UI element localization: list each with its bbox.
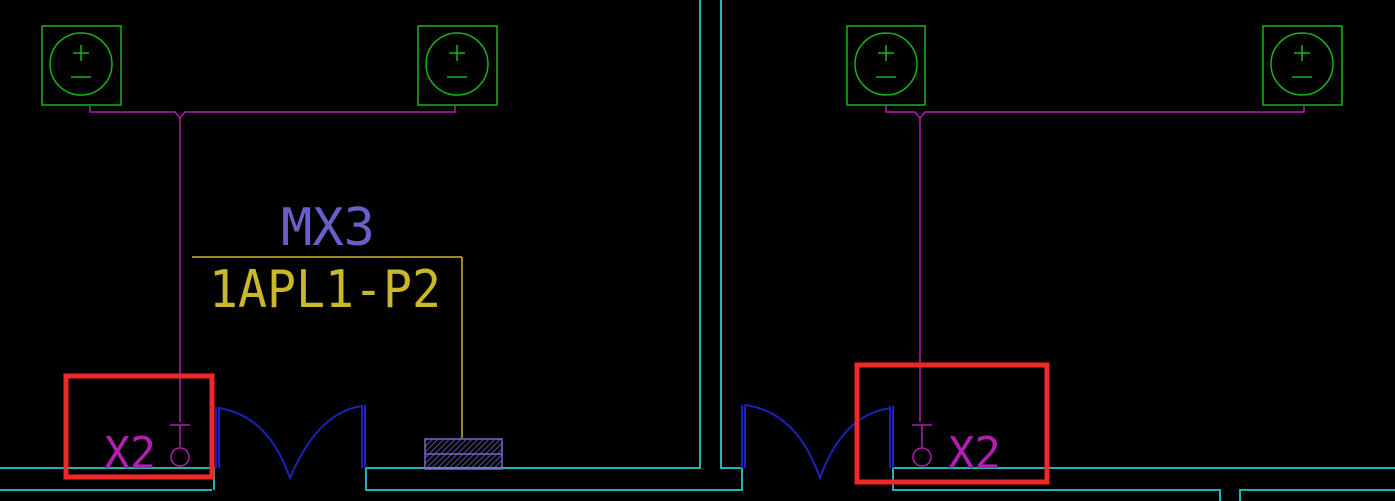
highlight-box-right: [854, 362, 1050, 485]
wire-left: [89, 106, 456, 422]
door-left[interactable]: [215, 405, 366, 481]
outlet-label-left: X2: [104, 428, 156, 479]
door-right[interactable]: [741, 404, 894, 481]
outlet-left[interactable]: [170, 424, 190, 467]
wall-partition-left: [365, 0, 743, 491]
wall-bottom-right: [892, 467, 1395, 501]
highlight-box-left: [63, 373, 215, 480]
electrical-panel[interactable]: [424, 438, 503, 470]
fixture-right-1[interactable]: [846, 25, 926, 106]
fixture-right-2[interactable]: [1262, 25, 1343, 106]
fixture-left-2[interactable]: [417, 25, 498, 106]
outlet-label-right: X2: [948, 428, 1001, 479]
wire-right: [885, 106, 1305, 422]
wall-partition-right: [720, 0, 742, 469]
outlet-right[interactable]: [912, 424, 932, 467]
circuit-label: MX3: [281, 198, 375, 258]
panel-label: 1APL1-P2: [209, 260, 441, 320]
doors: [215, 404, 894, 481]
fixture-left-1[interactable]: [41, 25, 122, 106]
wiring: [89, 106, 1305, 422]
panel-leader: [192, 256, 463, 438]
